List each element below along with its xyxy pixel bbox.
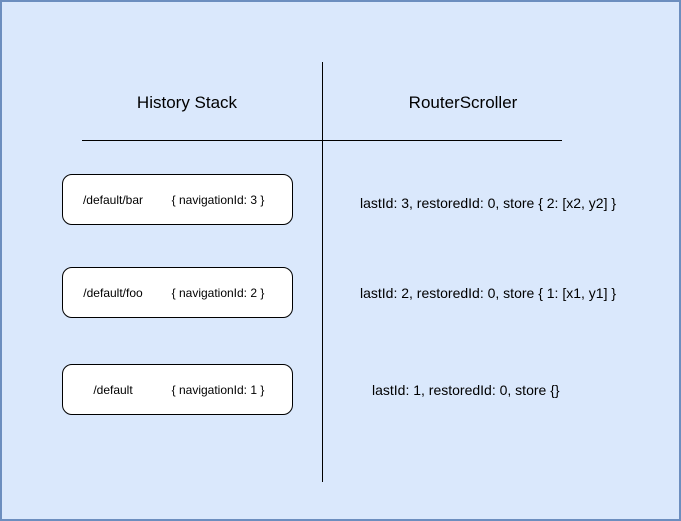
history-stack-header: History Stack (136, 93, 238, 112)
navigation-state: { navigationId: 1 } (171, 382, 265, 397)
navigation-state: { navigationId: 3 } (171, 192, 265, 207)
router-scroller-state-2: lastId: 2, restoredId: 0, store { 1: [x1… (360, 285, 617, 301)
route-path: /default/bar (82, 192, 144, 207)
history-entry-box-3: /default/bar { navigationId: 3 } (62, 174, 293, 225)
history-entry-box-2: /default/foo { navigationId: 2 } (62, 267, 293, 318)
router-scroller-state-3: lastId: 3, restoredId: 0, store { 2: [x2… (360, 195, 617, 211)
route-path: /default/foo (83, 285, 143, 300)
header-divider-line (82, 140, 562, 141)
column-divider-line (322, 62, 323, 482)
router-scroller-header: RouterScroller (408, 93, 518, 112)
route-path: /default (93, 382, 133, 397)
router-scroller-state-1: lastId: 1, restoredId: 0, store {} (372, 382, 560, 398)
navigation-state: { navigationId: 2 } (171, 285, 265, 300)
history-entry-box-1: /default { navigationId: 1 } (62, 364, 293, 415)
